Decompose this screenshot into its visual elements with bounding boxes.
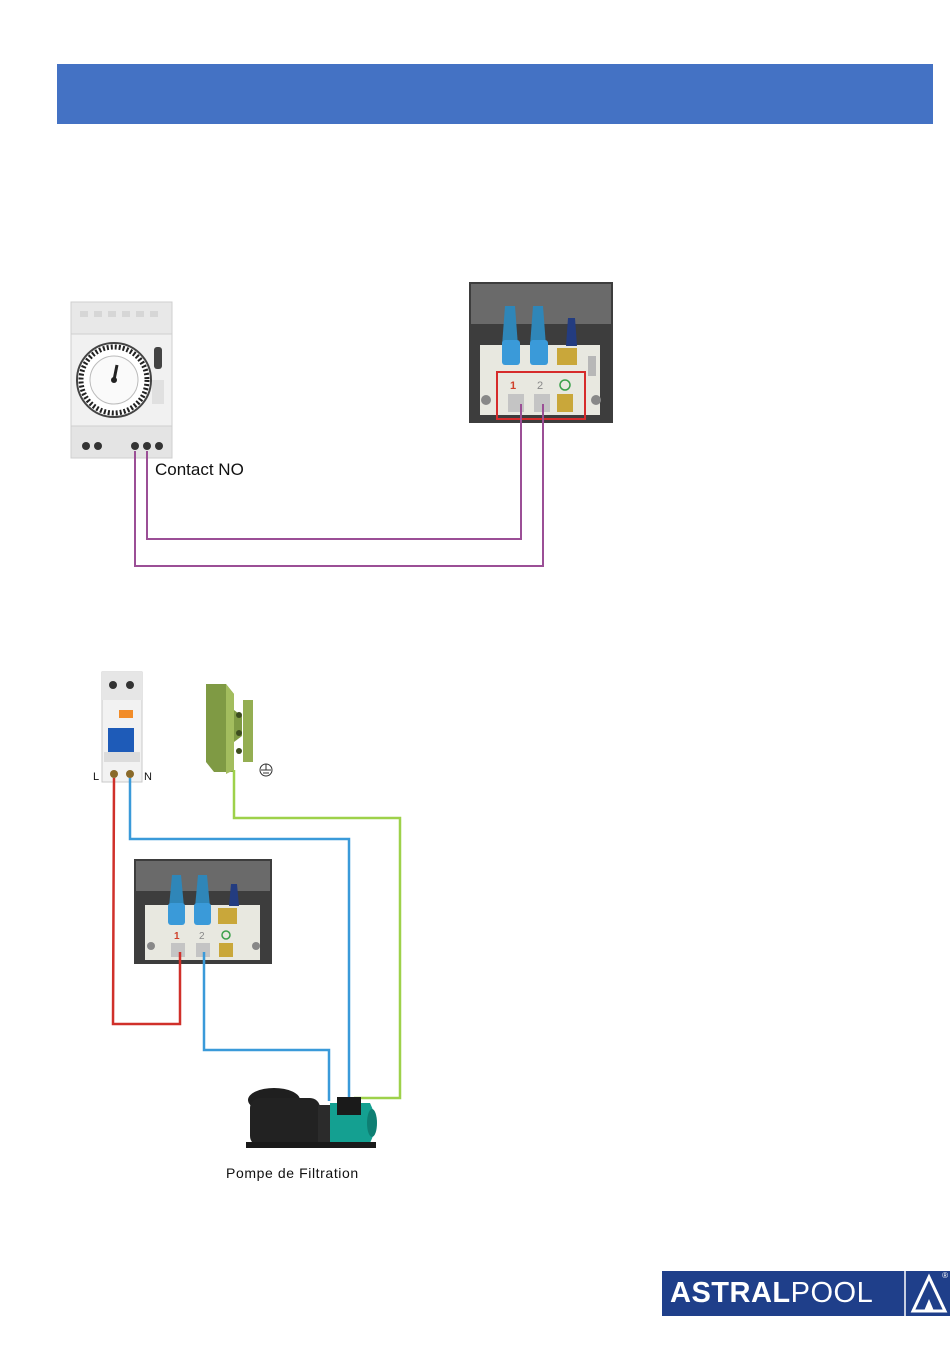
svg-text:2: 2 [199,931,205,942]
terminal-block-icon: 1 2 [469,282,613,423]
earth-symbol-icon [260,764,272,776]
timer-icon [71,302,172,458]
circuit-breaker-icon [102,672,142,782]
earth-bar-icon [206,684,253,774]
svg-text:1: 1 [174,931,180,942]
logo-wordmark: ASTRALPOOL [662,1277,873,1310]
astralpool-logo: ASTRALPOOL ® [662,1271,950,1316]
pump-label: Pompe de Filtration [226,1165,359,1181]
terminal-1-label: 1 [510,380,516,392]
terminal-2-label: 2 [537,380,543,392]
timer-contact-label: Contact NO [155,460,244,479]
control-wires [135,404,543,566]
pump-icon [246,1088,377,1148]
logo-registered-mark: ® [942,1271,948,1280]
breaker-n-label: N [144,771,152,783]
terminal-block-icon: 1 2 [134,859,272,964]
breaker-l-label: L [93,771,99,783]
